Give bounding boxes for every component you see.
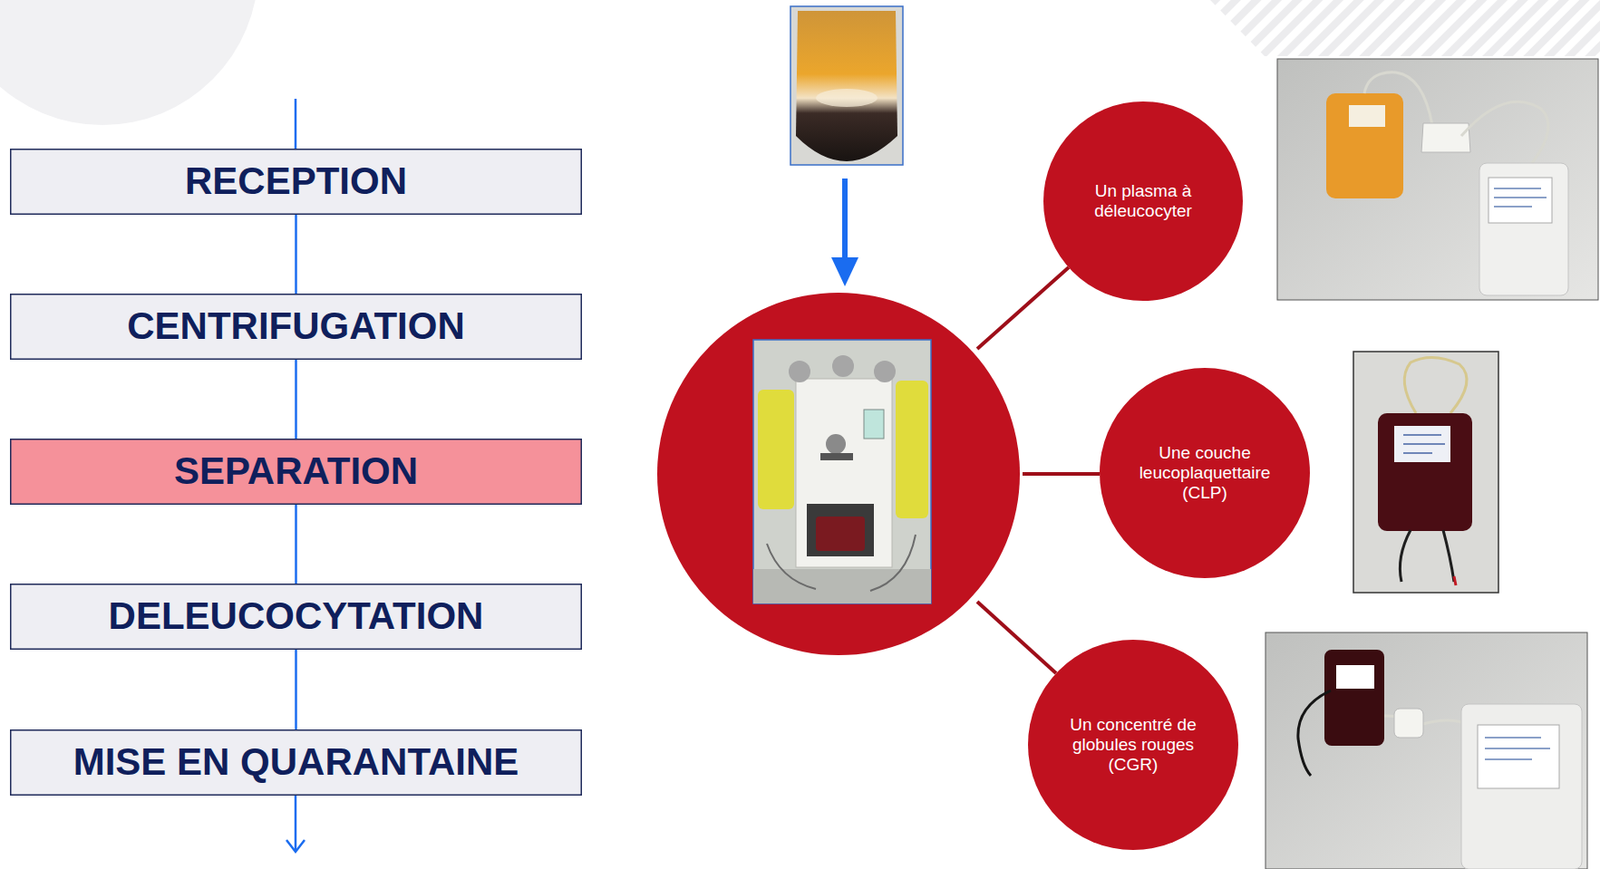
step-label: CENTRIFUGATION [126, 305, 466, 348]
separator-circle [657, 292, 1020, 656]
process-arrowhead [831, 257, 859, 287]
photo-frame [753, 339, 931, 604]
box-shape [10, 584, 582, 650]
product-circle: Un plasma à déleucocyter [1043, 101, 1243, 301]
gauge [825, 434, 846, 455]
flow-connector [294, 214, 298, 294]
box-shape [10, 439, 582, 505]
process-box: RECEPTION [9, 148, 582, 215]
product-label: Un concentré de globules rouges (CGR) [1056, 715, 1211, 776]
step-label: SEPARATION [174, 450, 418, 493]
flow-connector [294, 649, 298, 730]
clp-bag [1377, 413, 1473, 532]
bench [753, 569, 931, 604]
separator-machine-photo [753, 339, 931, 604]
tube [1364, 72, 1433, 126]
label-lines [1493, 188, 1547, 207]
product-circle: Une couche leucoplaquettaire (CLP) [1099, 368, 1310, 579]
blood-bag [795, 10, 898, 162]
product-circle: Un concentré de globules rouges (CGR) [1027, 640, 1239, 851]
box-shape [10, 730, 582, 796]
branch-line [1022, 472, 1100, 476]
slider [820, 453, 854, 461]
blood-bag-photo [790, 6, 903, 165]
flow-line-end [294, 795, 298, 852]
process-arrow [842, 178, 848, 263]
bag-label [1488, 177, 1552, 224]
cgr-bag [1324, 649, 1385, 747]
empty-bag [1461, 704, 1582, 869]
screen [863, 409, 884, 439]
flow-connector [294, 359, 298, 439]
circle-shape [1099, 368, 1310, 579]
bag-label [1477, 725, 1560, 789]
bag-label [1336, 665, 1375, 689]
filter [1394, 708, 1424, 738]
branch-line [977, 601, 1057, 674]
corner-circle [0, 0, 259, 126]
circle-shape [1043, 101, 1243, 301]
clamp-knob [832, 355, 854, 378]
step-label: DELEUCOCYTATION [108, 595, 485, 638]
box-shape [10, 149, 582, 215]
bag-label [1348, 105, 1386, 127]
press-frame [806, 504, 874, 557]
tube [1461, 101, 1549, 164]
plasma-bag [1326, 93, 1404, 199]
process-box: CENTRIFUGATION [9, 293, 582, 360]
clp-bag-photo [1353, 351, 1499, 593]
empty-bag [1479, 163, 1569, 296]
tube [1399, 530, 1455, 582]
process-box: MISE EN QUARANTAINE [9, 729, 582, 796]
clamp-knob [788, 360, 811, 383]
photo-frame [790, 6, 903, 165]
yellow-container [895, 380, 929, 519]
filter [1421, 123, 1471, 153]
cable [766, 534, 916, 592]
active-process-box: SEPARATION [9, 438, 582, 505]
photo-frame [1353, 351, 1499, 593]
bag-label [1394, 426, 1451, 463]
product-label: Un plasma à déleucocyter [1066, 181, 1221, 222]
bag-in-press [815, 516, 865, 552]
yellow-container [757, 389, 795, 510]
circle-shape [1027, 640, 1239, 851]
process-box: DELEUCOCYTATION [9, 583, 582, 650]
step-label: RECEPTION [184, 160, 408, 203]
corner-stripes [1210, 0, 1600, 57]
product-label: Une couche leucoplaquettaire (CLP) [1127, 443, 1282, 504]
tube-end [1454, 576, 1456, 586]
plasma-bag-photo [1277, 58, 1599, 301]
bag-interface [815, 88, 878, 107]
box-shape [10, 294, 582, 360]
photo-frame [1277, 58, 1599, 301]
tube [1298, 690, 1331, 776]
label-lines [1403, 435, 1445, 454]
label-lines [1484, 737, 1551, 760]
machine-body [795, 378, 893, 568]
photo-frame [1265, 632, 1588, 869]
flow-line-start [294, 98, 298, 149]
cgr-bag-photo [1265, 632, 1588, 869]
flow-connector [294, 504, 298, 584]
tube [1404, 357, 1467, 414]
flow-arrowhead [286, 840, 305, 853]
step-label: MISE EN QUARANTAINE [73, 741, 520, 784]
clamp-knob [873, 360, 896, 383]
branch-line [977, 267, 1069, 350]
